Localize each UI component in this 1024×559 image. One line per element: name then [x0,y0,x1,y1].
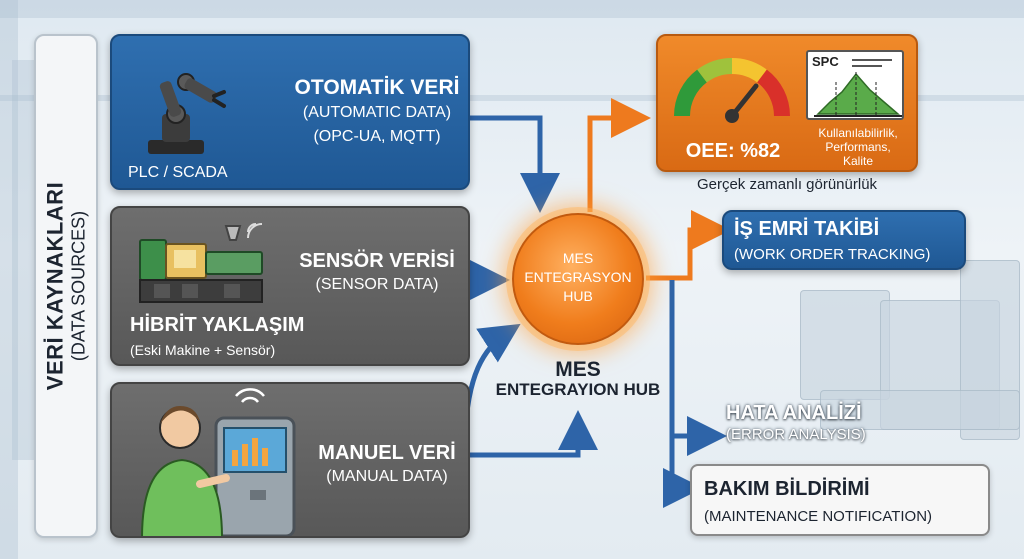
manual-data-card: MANUEL VERİ (MANUAL DATA) [110,382,470,538]
metric-performance: Performans, [825,140,891,154]
hybrid-approach-title: HİBRİT YAKLAŞIM [130,314,305,336]
error-analysis-subtitle: (ERROR ANALYSIS) [726,426,866,443]
hybrid-approach-detail: (Eski Makine + Sensör) [130,342,276,358]
operator-terminal-icon [141,388,296,536]
work-order-title: İŞ EMRİ TAKİBİ [734,218,880,240]
robot-arm-icon [148,73,226,154]
maintenance-card: BAKIM BİLDİRİMİ (MAINTENANCE NOTIFICATIO… [690,464,990,536]
metric-availability: Kullanılabilirlik, [818,126,898,140]
automatic-data-protocols: (OPC-UA, MQTT) [313,128,441,145]
arrow-manual-to-hub-low [466,410,598,458]
oee-card: OEE: %82 SPC Kullanılabilirlik, Performa… [656,34,918,172]
plc-scada-label: PLC / SCADA [128,164,228,181]
automatic-data-subtitle: (AUTOMATIC DATA) [302,104,452,121]
sensor-data-subtitle: (SENSOR DATA) [315,276,439,293]
hub-line-2: ENTEGRASYON [524,269,632,285]
maintenance-subtitle: (MAINTENANCE NOTIFICATION) [704,508,933,525]
oee-gauge-icon [674,58,790,123]
mes-integration-hub: MES ENTEGRASYON HUB [512,213,644,345]
hub-caption-2: ENTEGRAYION HUB [495,380,661,399]
spc-label: SPC [812,54,839,69]
automatic-data-title: OTOMATİK VERİ [294,76,460,99]
work-order-card: İŞ EMRİ TAKİBİ (WORK ORDER TRACKING) [722,210,966,270]
injection-machine-icon [139,223,263,303]
arrow-hub-to-error [669,280,727,456]
manual-data-subtitle: (MANUAL DATA) [326,468,448,485]
data-sources-sidebar: VERİ KAYNAKLARI (DATA SOURCES) [34,34,98,538]
metric-quality: Kalite [842,154,874,168]
automatic-data-card: PLC / SCADA OTOMATİK VERİ (AUTOMATIC DAT… [110,34,470,190]
hub-line-3: HUB [563,288,593,304]
sensor-data-card: SENSÖR VERİSİ (SENSOR DATA) HİBRİT YAKLA… [110,206,470,366]
arrow-hub-to-oee [587,98,651,212]
arrow-hub-to-maintenance [663,436,703,508]
hub-caption-1: MES [555,358,601,381]
oee-metrics: Kullanılabilirlik, Performans, Kalite [798,126,916,168]
spc-chart-panel: SPC [806,50,904,120]
spc-curve-icon [814,59,902,117]
oee-caption: Gerçek zamanlı görünürlük [696,176,878,193]
manual-data-title: MANUEL VERİ [318,442,456,464]
maintenance-title: BAKIM BİLDİRİMİ [704,478,870,500]
work-order-subtitle: (WORK ORDER TRACKING) [734,246,931,263]
arrow-automatic-to-hub [470,115,560,213]
hub-line-1: MES [562,250,594,266]
arrow-hub-to-work-order [646,210,731,281]
oee-value: OEE: %82 [685,140,781,162]
sensor-data-title: SENSÖR VERİSİ [299,250,455,272]
error-analysis-title: HATA ANALİZİ [726,402,862,424]
